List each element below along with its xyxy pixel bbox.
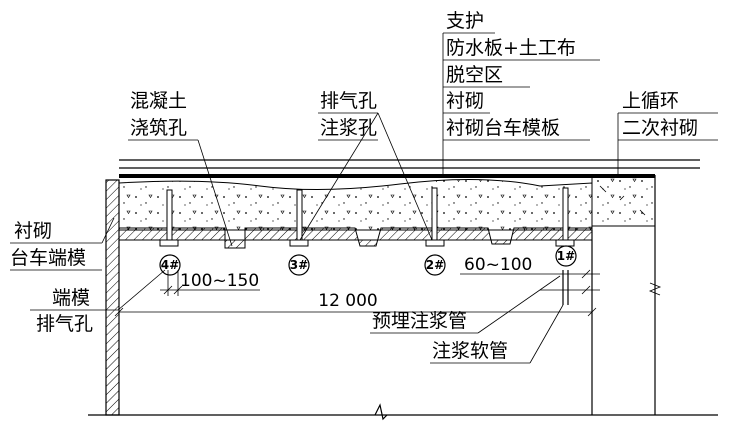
label-trolley-formwork: 衬砌台车模板: [446, 117, 560, 139]
marker-3: [288, 254, 310, 276]
label-grout-hole: 注浆孔: [320, 117, 377, 139]
marker-2-label: 2#: [426, 258, 444, 272]
secondary-lining: [591, 175, 656, 227]
label-support: 支护: [446, 10, 484, 32]
label-end-exhaust-hole: 排气孔: [36, 313, 93, 335]
dim-60-100: 60~100: [464, 255, 532, 275]
markers: 4# 3# 2# 1#: [159, 245, 577, 276]
label-trolley-end-form: 台车端模: [10, 247, 86, 269]
secondary-lining-marks: [592, 175, 655, 216]
label-exhaust-hole: 排气孔: [320, 90, 377, 112]
label-void-zone: 脱空区: [446, 64, 503, 86]
marker-1-label: 1#: [557, 249, 575, 263]
dimension-lines: [114, 269, 600, 317]
label-grout-hose: 注浆软管: [432, 340, 508, 362]
marker-4-label: 4#: [161, 258, 179, 272]
dim-100-150: 100~150: [180, 271, 259, 291]
marker-1: [555, 245, 577, 267]
lining-concrete: [118, 178, 593, 231]
label-secondary-lining: 二次衬砌: [622, 117, 698, 139]
label-upper-cycle: 上循环: [622, 90, 679, 112]
end-formwork-wall: [105, 179, 120, 416]
label-embedded-grout-pipe: 预埋注浆管: [372, 310, 467, 332]
label-concrete: 混凝土: [130, 90, 187, 112]
label-lining-left: 衬砌: [14, 220, 52, 242]
marker-3-label: 3#: [290, 258, 308, 272]
label-lining: 衬砌: [446, 90, 484, 112]
label-end-form: 端模: [52, 287, 90, 309]
label-waterproof-board: 防水板+土工布: [446, 37, 576, 59]
right-break-symbol: [648, 282, 662, 296]
leader-lines: [10, 32, 718, 364]
marker-2: [424, 254, 446, 276]
label-pouring-hole: 浇筑孔: [130, 117, 187, 139]
dim-12000: 12 000: [318, 291, 377, 311]
trolley-formwork: [118, 227, 593, 249]
grout-pipes: [159, 187, 575, 247]
break-symbol: [374, 403, 388, 421]
